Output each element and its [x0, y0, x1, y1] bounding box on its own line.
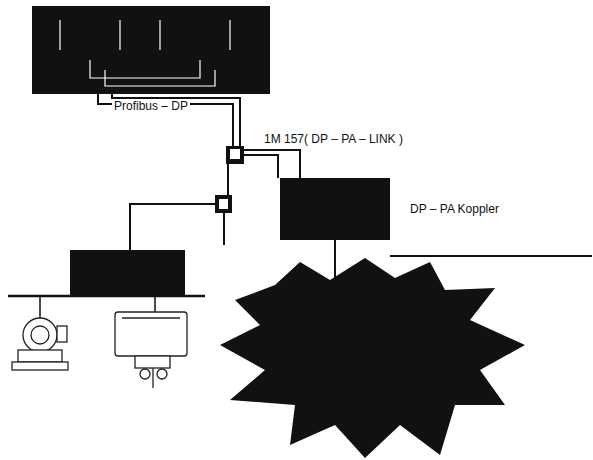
plc-rack	[32, 6, 270, 94]
valve-positioner	[115, 312, 187, 388]
io-station	[70, 250, 185, 295]
bus-connector	[230, 149, 240, 159]
bus-connector	[215, 195, 232, 213]
field-area-starburst	[220, 258, 525, 458]
node-heading: DP – PA Koppler	[410, 202, 499, 216]
rack-wiring	[60, 20, 230, 86]
pressure-transmitter	[12, 318, 68, 370]
bus-connector	[219, 199, 228, 209]
drop-line	[39, 296, 41, 318]
bus-label: Profibus – DP	[112, 99, 190, 113]
coupler-box: DP – PA Koppler	[280, 178, 390, 240]
bus-connector	[226, 146, 244, 164]
bus-label: 1M 157( DP – PA – LINK )	[262, 132, 405, 146]
field-bus	[8, 295, 205, 298]
drop-line	[154, 296, 156, 312]
